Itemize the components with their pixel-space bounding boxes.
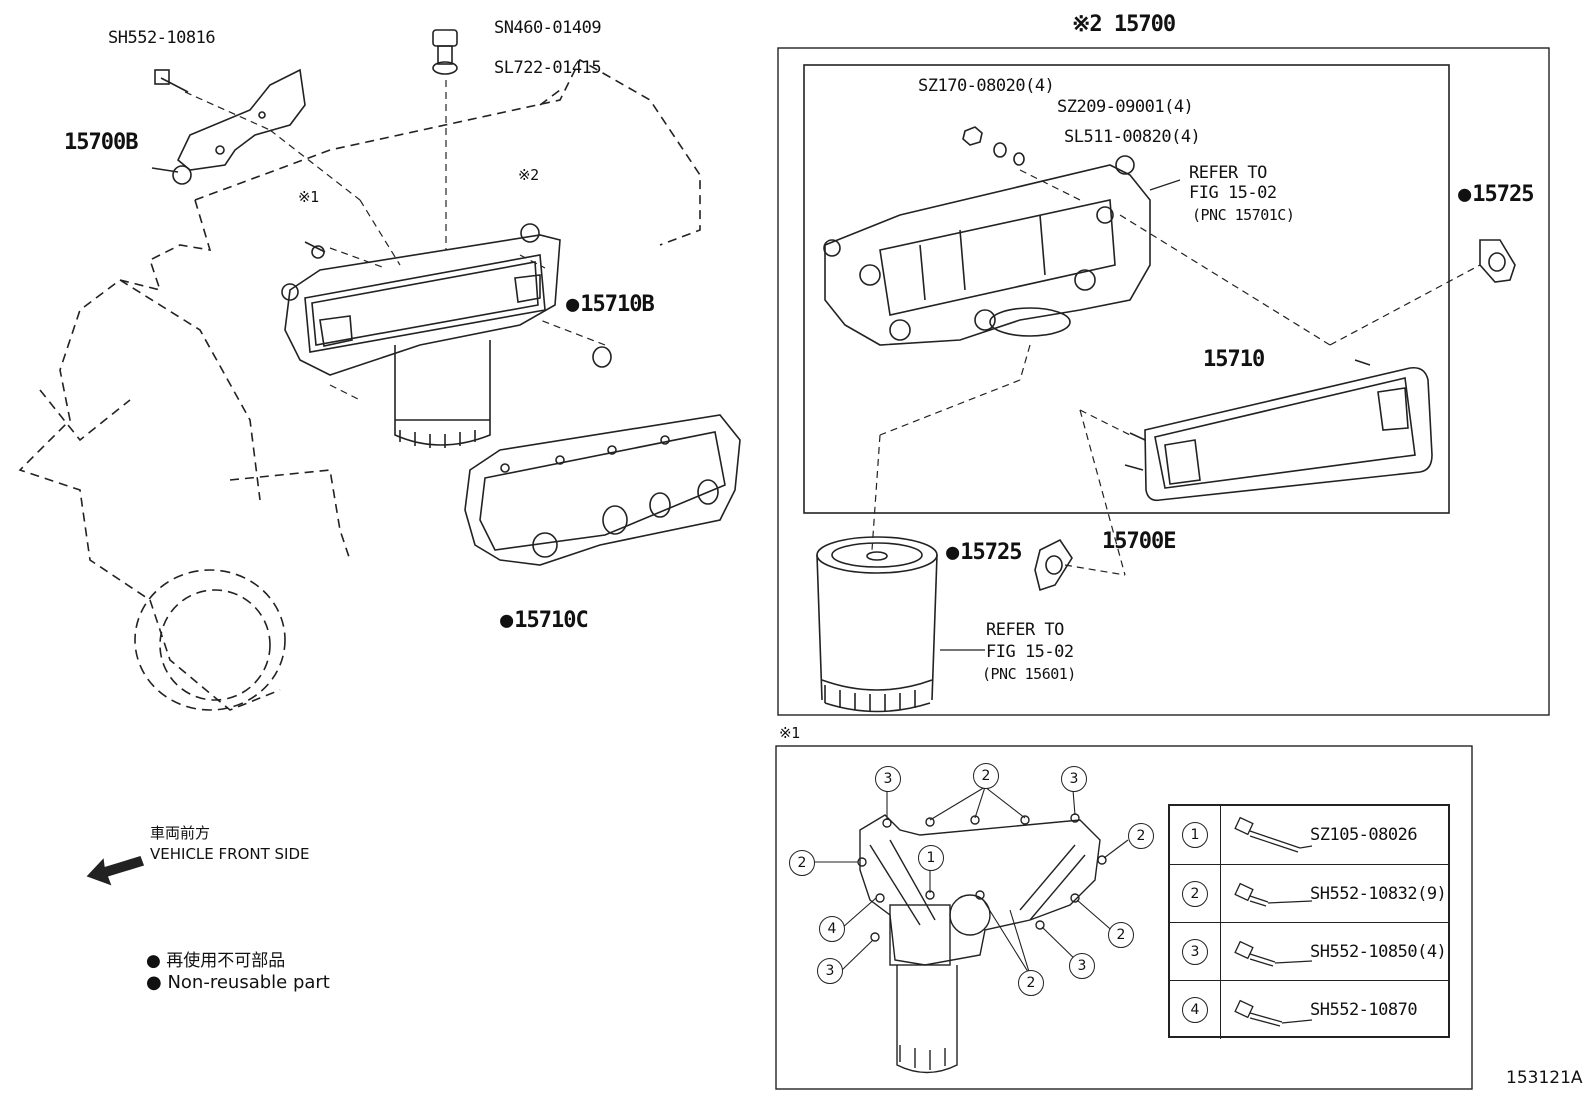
label-pnc-2: (PNC 15601) — [982, 665, 1076, 683]
label-15725-right: 15725 — [1458, 182, 1534, 207]
callout-2: 2 — [1128, 823, 1154, 849]
label-sh552-10816: SH552-10816 — [108, 28, 216, 48]
callout-3: 3 — [817, 958, 843, 984]
bullet-icon: ● — [146, 951, 161, 971]
label-15700b: 15700B — [64, 130, 138, 155]
label-refer-to-1: REFER TO — [1189, 163, 1267, 183]
bolt-num-circle: 2 — [1182, 881, 1208, 907]
inset-housing-drawing — [857, 813, 1107, 1074]
label-fig-2: FIG 15-02 — [986, 642, 1074, 662]
legend-jp-text: 再使用不可部品 — [166, 951, 286, 971]
callout-2: 2 — [1108, 922, 1134, 948]
bolt-table: 1 SZ105-08026 2 SH552-10832(9) 3 SH552-1… — [1168, 804, 1450, 1039]
label-fig-1: FIG 15-02 — [1189, 183, 1277, 203]
label-sz209: SZ209-09001(4) — [1057, 97, 1194, 117]
bolt-part-number: SH552-10870 — [1310, 1000, 1418, 1020]
assembly-15700b-inner — [803, 64, 1450, 514]
front-label-jp: 車両前方 — [150, 824, 211, 842]
inset-leaders — [813, 786, 1129, 976]
callout-1: 1 — [918, 845, 944, 871]
label-inset-mark: ※1 — [779, 724, 800, 742]
bolt-num-circle: 4 — [1182, 997, 1208, 1023]
engine-outline — [18, 58, 701, 711]
label-mark1: ※1 — [298, 188, 319, 206]
leader-refer-top — [1149, 179, 1181, 191]
label-15700: ※2 15700 — [1072, 12, 1176, 37]
label-15700e: 15700E — [1102, 529, 1176, 554]
gasket-15725-mid — [1034, 538, 1073, 592]
oil-cooler-left — [281, 223, 561, 448]
label-15710b: 15710B — [566, 292, 654, 317]
label-15710: 15710 — [1203, 347, 1265, 372]
legend-jp: ● 再使用不可部品 — [146, 946, 285, 971]
plug-sn460 — [432, 29, 458, 65]
callout-2: 2 — [1018, 970, 1044, 996]
oil-filter — [816, 536, 938, 713]
inset-bolt-frame — [775, 745, 1473, 1090]
washer-sl722 — [432, 61, 458, 75]
callout-3: 3 — [1069, 953, 1095, 979]
bolt-part-number: SH552-10850(4) — [1310, 942, 1447, 962]
label-mark2: ※2 — [518, 166, 539, 184]
label-refer-to-2: REFER TO — [986, 620, 1064, 640]
label-sl722-01415: SL722-01415 — [494, 58, 602, 78]
bolt-num-circle: 1 — [1182, 822, 1208, 848]
bracket-15700b — [151, 68, 306, 185]
leader-lines-left — [184, 80, 606, 401]
gasket-15725-right — [1479, 239, 1516, 283]
cooler-element-15710 — [1124, 359, 1433, 502]
bolt-row-num: 1 — [1170, 806, 1221, 864]
cooler-housing-right — [823, 155, 1151, 346]
callout-3: 3 — [1061, 766, 1087, 792]
legend-en: ● Non-reusable part — [146, 972, 330, 993]
front-label-en: VEHICLE FRONT SIDE — [150, 845, 310, 863]
bolt-row-num: 3 — [1170, 923, 1221, 981]
label-sn460-01409: SN460-01409 — [494, 18, 602, 38]
callout-2: 2 — [973, 763, 999, 789]
label-sl511: SL511-00820(4) — [1064, 127, 1201, 147]
label-15725-mid: 15725 — [946, 540, 1022, 565]
bolt-row-num: 4 — [1170, 981, 1221, 1039]
label-sz170: SZ170-08020(4) — [918, 76, 1055, 96]
leader-lines-right — [871, 169, 1481, 576]
o-ring-15710b — [592, 346, 612, 368]
gasket-15710c — [464, 414, 741, 566]
bolt-part-number: SZ105-08026 — [1310, 825, 1418, 845]
legend-en-text: Non-reusable part — [167, 972, 330, 993]
front-arrow-icon — [86, 856, 145, 886]
engine-pulley — [134, 569, 286, 711]
bolt-num-circle: 3 — [1182, 939, 1208, 965]
bullet-icon: ● — [146, 972, 162, 993]
label-pnc-1: (PNC 15701C) — [1192, 206, 1295, 224]
bolt-row: 3 SH552-10850(4) — [1170, 922, 1448, 981]
callout-4: 4 — [819, 916, 845, 942]
figure-id: 153121A — [1506, 1068, 1583, 1088]
bolt-part-number: SH552-10832(9) — [1310, 884, 1447, 904]
callout-2: 2 — [789, 850, 815, 876]
bolt-row: 1 SZ105-08026 — [1170, 806, 1448, 864]
label-15710c: 15710C — [500, 608, 588, 633]
bolt-row: 4 SH552-10870 — [1170, 980, 1448, 1039]
table-bolt-icons — [1234, 816, 1313, 1027]
nut-washers — [962, 126, 1025, 166]
callout-3: 3 — [875, 766, 901, 792]
bolt-row: 2 SH552-10832(9) — [1170, 864, 1448, 923]
assembly-15700-frame — [777, 47, 1550, 716]
bolt-row-num: 2 — [1170, 865, 1221, 923]
